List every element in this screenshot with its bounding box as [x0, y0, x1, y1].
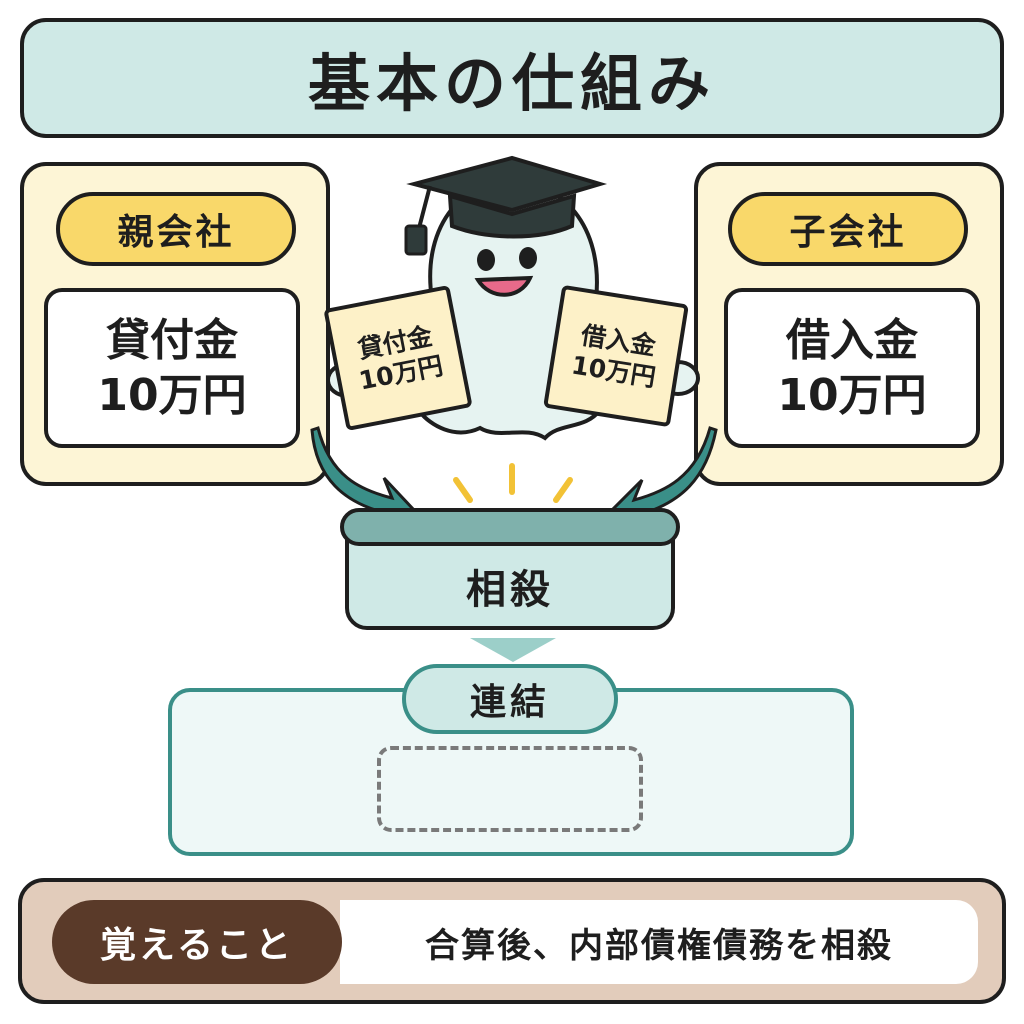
mascot-right-paper: 借入金 10万円 — [543, 284, 689, 428]
offset-tray-rim — [340, 508, 680, 546]
parent-loan-card: 貸付金 10万円 — [44, 288, 300, 448]
consolidation-empty-slot — [377, 746, 643, 832]
cap-tassel-icon — [404, 224, 428, 256]
consolidation-label: 連結 — [402, 664, 618, 734]
parent-account: 貸付金 — [106, 315, 238, 366]
cap-base — [447, 193, 577, 239]
mascot-left-paper: 貸付金 10万円 — [323, 284, 473, 432]
summary-label: 覚えること — [52, 900, 342, 984]
subsidiary-label: 子会社 — [728, 192, 968, 266]
cap-board-icon — [406, 155, 608, 213]
ghost-mouth — [474, 275, 534, 297]
page-title: 基本の仕組み — [20, 18, 1004, 138]
subsidiary-account: 借入金 — [786, 315, 918, 366]
parent-amount: 10万円 — [97, 370, 247, 421]
subsidiary-borrowing-card: 借入金 10万円 — [724, 288, 980, 448]
down-arrow-icon — [470, 638, 556, 662]
summary-text: 合算後、内部債権債務を相殺 — [340, 900, 978, 984]
parent-company-label: 親会社 — [56, 192, 296, 266]
subsidiary-amount: 10万円 — [777, 370, 927, 421]
